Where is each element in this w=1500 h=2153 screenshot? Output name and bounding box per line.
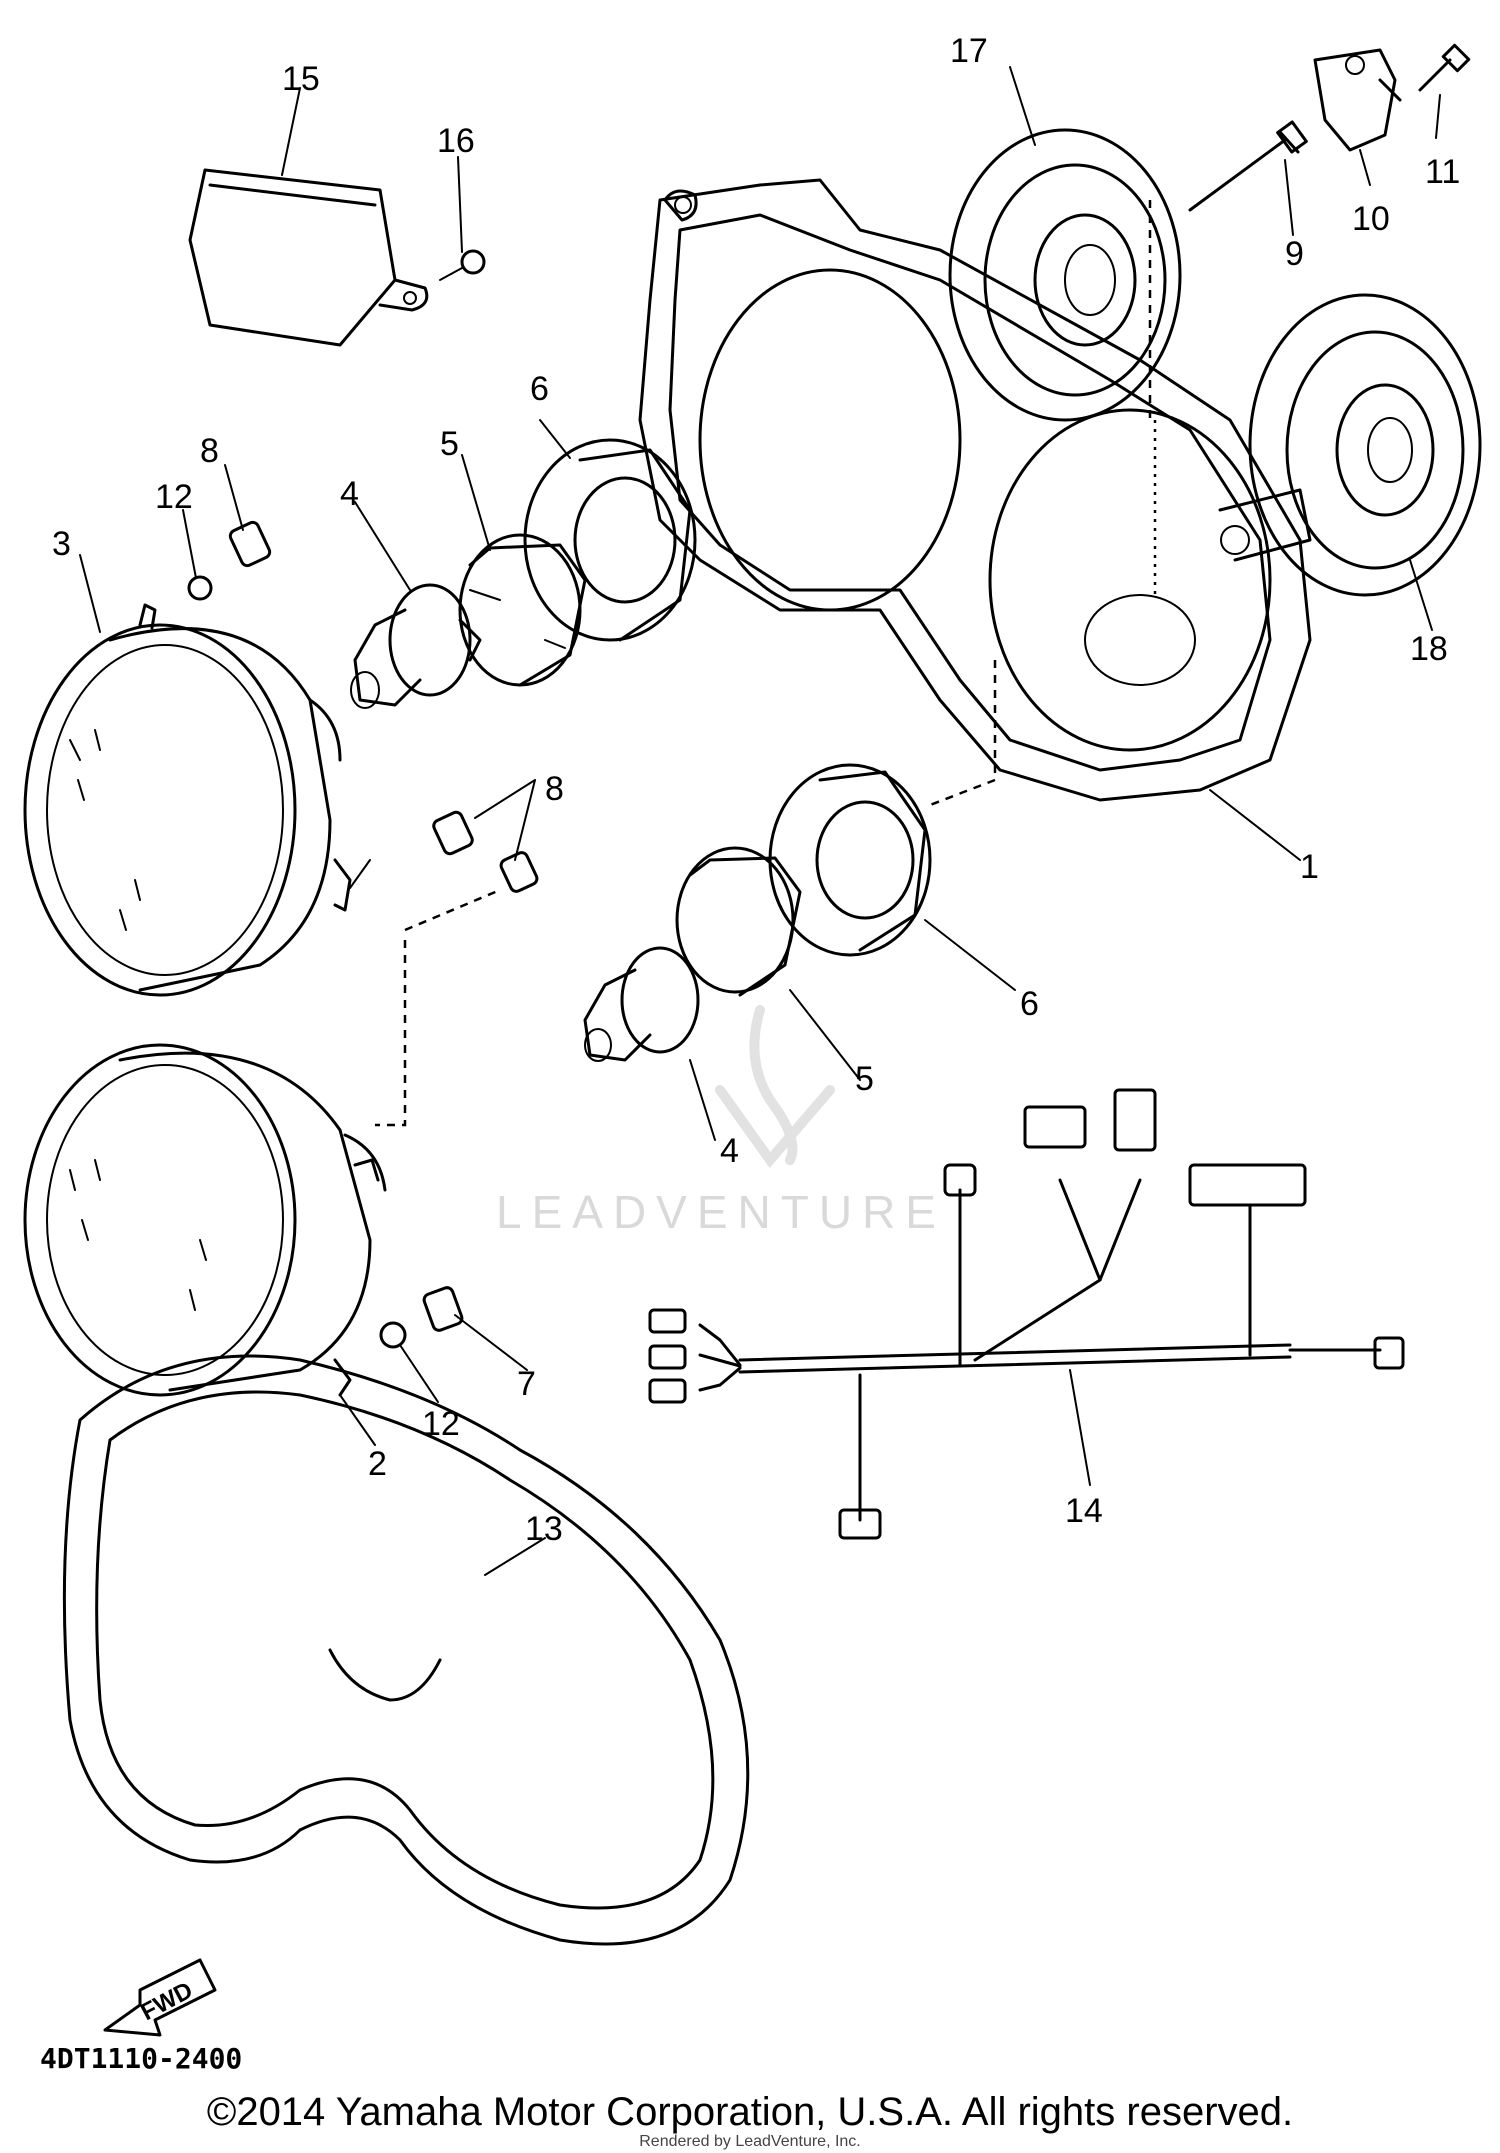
diagram-code: 4DT1110-2400 bbox=[40, 2042, 242, 2075]
part-7-socket bbox=[422, 1286, 464, 1332]
part-13-rim bbox=[62, 1354, 750, 1946]
part-10-bracket bbox=[1313, 48, 1402, 152]
callout-6-lower: 6 bbox=[1020, 985, 1039, 1023]
part-3-headlight bbox=[23, 603, 352, 997]
part-4-bulb-upper bbox=[350, 583, 482, 709]
callout-4-lower: 4 bbox=[720, 1132, 739, 1170]
callout-9: 9 bbox=[1285, 235, 1304, 273]
part-12-washer-lower bbox=[379, 1321, 407, 1349]
fwd-label: FWD bbox=[136, 1977, 197, 2026]
leader-lines bbox=[79, 66, 1441, 1576]
part-9-bolt bbox=[1188, 120, 1308, 212]
callout-14: 14 bbox=[1065, 1492, 1103, 1530]
part-6-cover-upper bbox=[523, 438, 697, 642]
part-18-ring bbox=[1248, 293, 1482, 597]
rendered-by-credit: Rendered by LeadVenture, Inc. bbox=[639, 2133, 861, 2150]
callout-7: 7 bbox=[517, 1365, 536, 1403]
callout-12-lower: 12 bbox=[422, 1405, 460, 1443]
part-1-housing bbox=[638, 178, 1312, 802]
part-15-cover bbox=[188, 168, 429, 347]
callout-15: 15 bbox=[282, 60, 320, 98]
part-16-screw bbox=[439, 249, 486, 281]
callout-17: 17 bbox=[950, 32, 988, 70]
part-5-socket-upper bbox=[458, 533, 587, 687]
callout-13: 13 bbox=[525, 1510, 563, 1548]
watermark-text: LEADVENTURE bbox=[496, 1186, 946, 1238]
part-2-headlight bbox=[23, 1043, 387, 1397]
part-4-bulb-lower bbox=[583, 946, 700, 1062]
part-6-cover-lower bbox=[768, 763, 932, 957]
copyright-notice: ©2014 Yamaha Motor Corporation, U.S.A. A… bbox=[206, 2090, 1294, 2134]
part-8-socket-top bbox=[228, 520, 272, 568]
callout-5-lower: 5 bbox=[855, 1060, 874, 1098]
callout-16: 16 bbox=[437, 122, 475, 160]
callout-18: 18 bbox=[1410, 630, 1448, 668]
callout-6-upper: 6 bbox=[530, 370, 549, 408]
callout-10: 10 bbox=[1352, 200, 1390, 238]
callout-2: 2 bbox=[368, 1445, 387, 1483]
callout-1: 1 bbox=[1300, 848, 1319, 886]
part-8-socket-mid-b bbox=[499, 851, 539, 893]
callout-8-mid: 8 bbox=[545, 770, 564, 808]
callout-12-top: 12 bbox=[155, 478, 193, 516]
part-11-screw bbox=[1418, 43, 1471, 92]
part-5-socket-lower bbox=[675, 846, 802, 997]
callout-4-upper: 4 bbox=[340, 475, 359, 513]
callout-3: 3 bbox=[52, 525, 71, 563]
part-17-ring bbox=[948, 128, 1182, 422]
fwd-arrow: FWD bbox=[103, 1958, 217, 2037]
watermark: LEADVENTURE bbox=[496, 1005, 946, 1238]
callout-5-upper: 5 bbox=[440, 425, 459, 463]
callout-11: 11 bbox=[1425, 153, 1460, 191]
part-8-socket-mid-a bbox=[432, 810, 474, 856]
part-14-harness bbox=[648, 1088, 1405, 1540]
callout-labels: 1 2 3 4 4 5 5 6 6 7 8 8 9 10 11 12 12 13… bbox=[52, 32, 1460, 1548]
part-12-washer-top bbox=[187, 575, 213, 601]
callout-8-top: 8 bbox=[200, 432, 219, 470]
